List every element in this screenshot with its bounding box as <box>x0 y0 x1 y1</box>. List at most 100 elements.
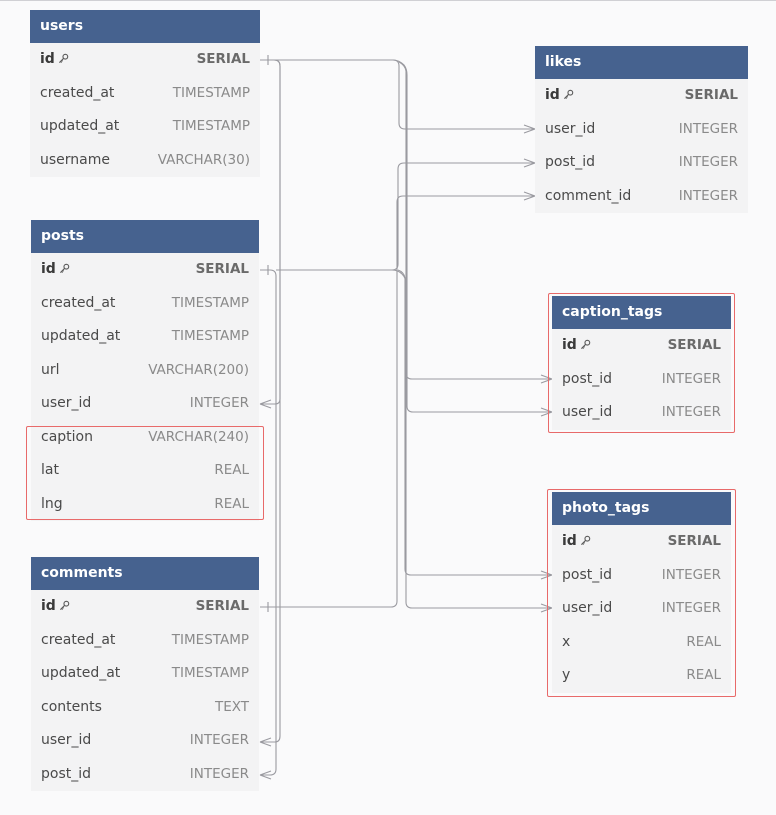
column-type: SERIAL <box>195 261 249 277</box>
rel-users-posts-user-id <box>260 59 281 405</box>
column-name-text: created_at <box>41 294 116 311</box>
column-type: INTEGER <box>661 566 721 583</box>
column-name: created_at <box>40 77 114 111</box>
column-type: INTEGER <box>189 765 249 782</box>
key-icon <box>58 53 69 64</box>
column-name-text: y <box>562 667 571 683</box>
column-type: INTEGER <box>678 187 738 204</box>
column-row[interactable]: updated_at TIMESTAMP <box>31 657 259 691</box>
column-row[interactable]: user_id INTEGER <box>552 592 731 626</box>
column-name: user_id <box>545 113 595 147</box>
column-name: id <box>562 525 591 559</box>
column-name-text: caption <box>41 428 93 445</box>
column-name: id <box>41 253 70 287</box>
column-name: created_at <box>41 624 115 658</box>
column-type: SERIAL <box>684 87 738 103</box>
column-name: caption <box>41 421 93 455</box>
column-row[interactable]: created_at TIMESTAMP <box>31 624 259 658</box>
column-name-text: x <box>562 633 571 650</box>
column-name: user_id <box>41 387 91 421</box>
column-type: INTEGER <box>189 395 249 411</box>
column-name-text: post_id <box>41 765 92 782</box>
column-row[interactable]: post_id INTEGER <box>31 758 259 792</box>
column-name: updated_at <box>40 110 119 144</box>
column-type: TIMESTAMP <box>171 665 249 681</box>
column-type: SERIAL <box>196 51 250 67</box>
column-name: post_id <box>545 146 595 180</box>
column-name-text: id <box>562 337 577 353</box>
column-row[interactable]: user_id INTEGER <box>31 387 259 421</box>
column-type: VARCHAR(30) <box>157 151 250 168</box>
column-row[interactable]: y REAL <box>552 659 731 693</box>
column-type: INTEGER <box>678 154 738 170</box>
column-name-text: updated_at <box>41 665 121 681</box>
column-name-text: user_id <box>562 404 613 420</box>
table-header[interactable]: likes <box>535 46 748 79</box>
column-type: INTEGER <box>661 404 721 420</box>
table-header[interactable]: users <box>30 10 260 43</box>
column-name: user_id <box>562 592 612 626</box>
column-name: username <box>40 144 110 178</box>
column-name: comment_id <box>545 180 631 214</box>
rel-posts-likes-post-id <box>276 162 535 271</box>
column-name-text: post_id <box>562 370 613 387</box>
column-type: REAL <box>686 667 721 683</box>
column-row[interactable]: post_id INTEGER <box>552 559 731 593</box>
column-name-text: lng <box>41 495 63 512</box>
column-type: INTEGER <box>661 600 721 616</box>
column-name: lat <box>41 454 59 488</box>
column-row[interactable]: post_id INTEGER <box>535 146 748 180</box>
column-name-text: user_id <box>41 395 92 411</box>
column-row[interactable]: comment_id INTEGER <box>535 180 748 214</box>
column-name-text: created_at <box>40 84 115 101</box>
rel-users-caption-tags-user-id <box>392 59 552 413</box>
column-row[interactable]: username VARCHAR(30) <box>30 144 260 178</box>
column-row[interactable]: user_id INTEGER <box>552 396 731 430</box>
rel-users-photo-tags-user-id <box>398 61 552 609</box>
column-type: TIMESTAMP <box>171 631 249 648</box>
table-header[interactable]: comments <box>31 557 259 590</box>
column-name: id <box>545 79 574 113</box>
column-name: updated_at <box>41 657 120 691</box>
column-type: TEXT <box>214 698 249 715</box>
column-name-text: url <box>41 361 60 378</box>
table-header[interactable]: caption_tags <box>552 296 731 329</box>
column-row[interactable]: contents TEXT <box>31 691 259 725</box>
column-name-text: post_id <box>545 154 596 170</box>
column-row[interactable]: id SERIAL <box>31 253 259 287</box>
column-name-text: contents <box>41 698 102 715</box>
key-icon <box>59 263 70 274</box>
column-name-text: user_id <box>545 120 596 137</box>
table-header[interactable]: posts <box>31 220 259 253</box>
column-name-text: id <box>545 87 560 103</box>
column-name-text: updated_at <box>40 118 120 134</box>
table-header[interactable]: photo_tags <box>552 492 731 525</box>
column-name: id <box>562 329 591 363</box>
column-name-text: comment_id <box>545 187 632 204</box>
column-row[interactable]: id SERIAL <box>535 79 748 113</box>
rel-posts-photo-tags-post-id <box>397 269 552 576</box>
column-name-text: post_id <box>562 566 613 583</box>
